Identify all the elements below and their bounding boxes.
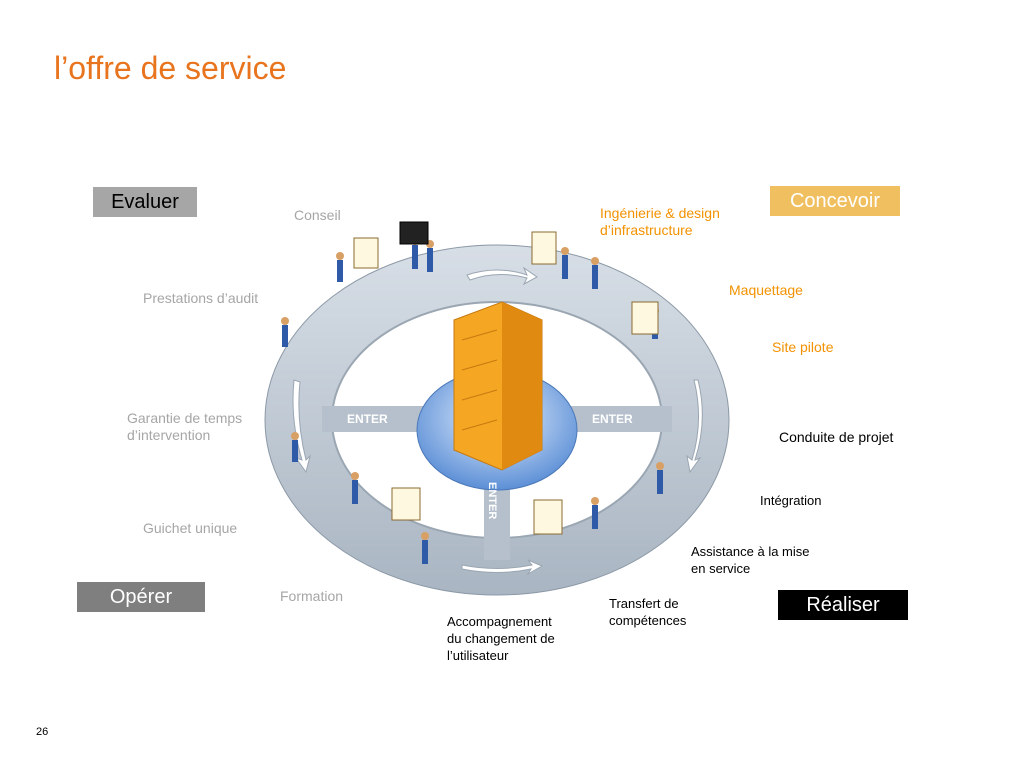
service-garantie-line2: d’intervention [127,427,211,443]
easel-board-5 [531,231,557,265]
service-assistance: Assistance à la mise en service [691,543,810,577]
service-prestations-audit: Prestations d’audit [143,290,259,306]
easel-board-4 [353,237,379,269]
service-ingenierie: Ingénierie & design d’infrastructure [600,205,720,239]
service-assistance-line2: en service [691,561,751,576]
monitor-screen [399,221,429,245]
phase-concevoir: Concevoir [770,186,900,216]
service-assistance-line1: Assistance à la mise [691,544,810,559]
service-maquettage: Maquettage [729,282,803,298]
service-accompagnement: Accompagnement du changement de l’utilis… [447,613,555,664]
service-cycle-illustration: ENTER ENTER ENTER [264,221,730,596]
phase-evaluer: Evaluer [93,187,197,217]
arrow-top [466,266,538,286]
enter-label-left: ENTER [347,412,388,426]
phase-concevoir-label: Concevoir [789,190,881,212]
easel-board-1 [631,301,659,335]
phase-realiser: Réaliser [778,590,908,620]
service-accompagnement-line1: Accompagnement [447,614,552,629]
service-site-pilote: Site pilote [772,339,834,355]
service-garantie-line1: Garantie de temps [127,410,243,426]
service-ingenierie-line2: d’infrastructure [600,222,693,238]
easel-board-3 [391,487,421,521]
easel-board-2 [533,499,563,535]
service-conduite-projet: Conduite de projet [779,429,894,445]
service-transfert-line1: Transfert de [609,596,679,611]
phase-operer: Opérer [77,582,205,612]
service-guichet-unique: Guichet unique [143,520,238,536]
arrow-right-down [686,379,703,474]
page-number: 26 [36,726,49,738]
people-figures [281,237,664,564]
phase-realiser-label: Réaliser [806,594,880,616]
service-ingenierie-line1: Ingénierie & design [600,205,720,221]
service-transfert: Transfert de compétences [609,595,686,629]
service-accompagnement-line2: du changement de [447,631,555,646]
enter-label-bottom: ENTER [486,482,498,519]
service-integration: Intégration [760,493,822,508]
page-title: l’offre de service [54,50,287,86]
central-building [453,301,543,471]
service-accompagnement-line3: l’utilisateur [447,648,509,663]
arrow-bottom [461,559,544,576]
enter-label-right: ENTER [592,412,633,426]
service-garantie: Garantie de temps d’intervention [127,410,242,444]
service-transfert-line2: compétences [609,613,687,628]
arrow-left-down [292,379,311,474]
service-conseil: Conseil [294,207,341,223]
phase-operer-label: Opérer [109,586,173,608]
service-formation: Formation [280,588,344,604]
phase-evaluer-label: Evaluer [111,191,179,213]
